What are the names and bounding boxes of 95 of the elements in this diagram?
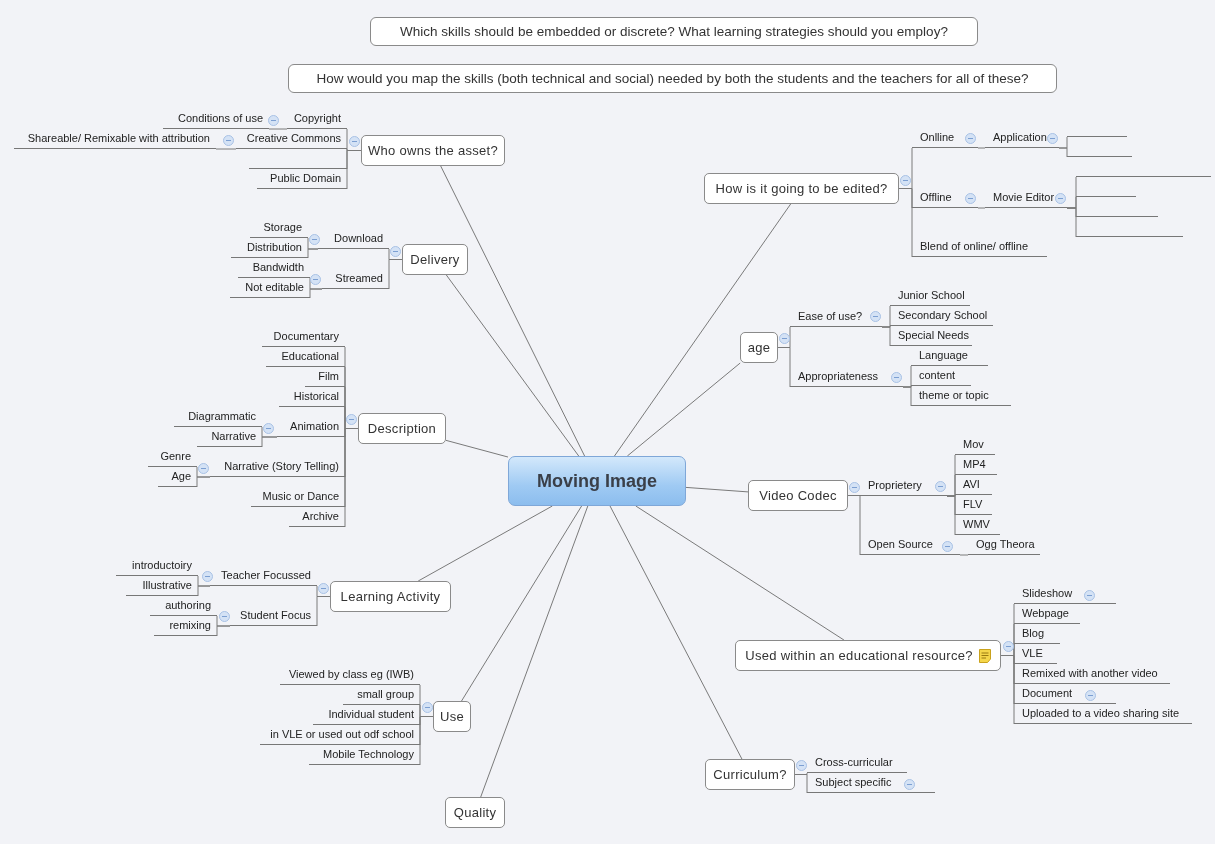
branch-line: [344, 428, 359, 528]
branch-line: [685, 486, 749, 493]
branch-label: Diagrammatic: [174, 407, 262, 427]
topic-box: How is it going to be edited?: [704, 173, 899, 204]
branch-label: Student Focus: [230, 606, 317, 626]
branch-label: FLV: [955, 495, 992, 515]
branch-line: [1066, 207, 1077, 238]
branch-line: [977, 147, 986, 149]
branch-label: Bandwidth: [238, 258, 310, 278]
branch-label: Junior School: [890, 286, 970, 306]
branch-label: Not editable: [230, 278, 310, 298]
branch-label: Mobile Technology: [309, 745, 420, 765]
branch-label: Individual student: [313, 705, 420, 725]
branch-line: [881, 326, 891, 347]
branch-line: [1000, 655, 1015, 725]
branch-line: [419, 716, 434, 766]
branch-label: Educational: [266, 347, 345, 367]
branch-line: [440, 165, 586, 457]
topic-box: Use: [433, 701, 471, 732]
branch-line: [216, 625, 231, 637]
branch-label: Age: [158, 467, 197, 487]
branch-line: [635, 505, 845, 641]
topic-box: [735, 640, 1001, 671]
branch-label: Music or Dance: [251, 487, 345, 507]
branch-label: AVI: [955, 475, 992, 495]
branch-line: [261, 436, 278, 448]
branch-label: Illustrative: [126, 576, 198, 596]
topic-box: Video Codec: [748, 480, 848, 511]
branch-label: Remixed with another video: [1014, 664, 1170, 684]
branch-label: Public Domain: [257, 169, 347, 189]
branch-label: Ogg Theora: [968, 535, 1040, 555]
branch-label: theme or topic: [911, 386, 1011, 406]
branch-label: Narrative: [197, 427, 262, 447]
branch-line: [215, 148, 237, 150]
branch-line: [1058, 147, 1068, 158]
branch-line: [307, 248, 319, 259]
branch-label: WMV: [955, 515, 1000, 535]
branch-line: [417, 505, 553, 582]
branch-label: Storage: [250, 218, 308, 238]
branch-label: Streamed: [322, 269, 389, 289]
branch-line: [480, 505, 589, 798]
branch-label: Blend of online/ offline: [912, 237, 1047, 257]
branch-label: Special Needs: [890, 326, 972, 346]
branch-line: [959, 554, 969, 556]
branch-line: [977, 207, 986, 209]
branch-label: Secondary School: [890, 306, 993, 326]
branch-label: Language: [911, 346, 988, 366]
topic-box: Who owns the asset?: [361, 135, 505, 166]
central-topic-box: Moving Image: [508, 456, 686, 506]
branch-label: Cross-curricular: [807, 753, 907, 773]
branch-label: small group: [343, 685, 420, 705]
topic-box: age: [740, 332, 778, 363]
topic-box: Delivery: [402, 244, 468, 275]
branch-line: [609, 505, 743, 760]
branch-line: [614, 203, 792, 457]
branch-label: Copyright: [287, 109, 347, 129]
topic-box: Curriculum?: [705, 759, 795, 790]
branch-label: Creative Commons: [236, 129, 347, 149]
topic-box: Description: [358, 413, 446, 444]
question-box: Which skills should be embedded or discrete? What learning strategies should you employ?: [370, 17, 978, 46]
branch-line: [626, 362, 741, 457]
branch-line: [445, 439, 509, 458]
branch-label: Narrative (Story Telling): [210, 457, 345, 477]
branch-line: [346, 150, 362, 190]
branch-label: Shareable/ Remixable with attribution: [14, 129, 216, 149]
branch-label: authoring: [150, 596, 217, 616]
branch-label: Viewed by class eg (IWB): [280, 665, 420, 685]
branch-label: Animation: [277, 417, 345, 437]
branch-label: Distribution: [231, 238, 308, 258]
branch-line: [445, 274, 580, 457]
branch-label: Mov: [955, 435, 995, 455]
topic-text: Used within an educational resource?: [745, 648, 973, 663]
branch-label: Documentary: [262, 327, 345, 347]
branch-label: Archive: [289, 507, 345, 527]
branch-label: Film: [305, 367, 345, 387]
branch-label: Webpage: [1014, 604, 1080, 624]
branch-label: Blog: [1014, 624, 1060, 644]
branch-label: remixing: [154, 616, 217, 636]
branch-line: [196, 476, 211, 488]
branch-line: [268, 128, 288, 130]
branch-line: [197, 585, 211, 597]
branch-label: Uploaded to a video sharing site: [1014, 704, 1192, 724]
branch-line: [309, 288, 323, 299]
branch-label: VLE: [1014, 644, 1057, 664]
branch-line: [902, 386, 912, 407]
topic-box: Learning Activity: [330, 581, 451, 612]
branch-label: in VLE or used out odf school: [260, 725, 420, 745]
question-box: How would you map the skills (both technical and social) needed by both the students and the teachers for all of these?: [288, 64, 1057, 93]
topic-box: Quality: [445, 797, 505, 828]
branch-label: introductoiry: [116, 556, 198, 576]
branch-label: content: [911, 366, 971, 386]
branch-label: Genre: [148, 447, 197, 467]
branch-label: Historical: [279, 387, 345, 407]
branch-label: MP4: [955, 455, 997, 475]
branch-line: [461, 505, 583, 702]
